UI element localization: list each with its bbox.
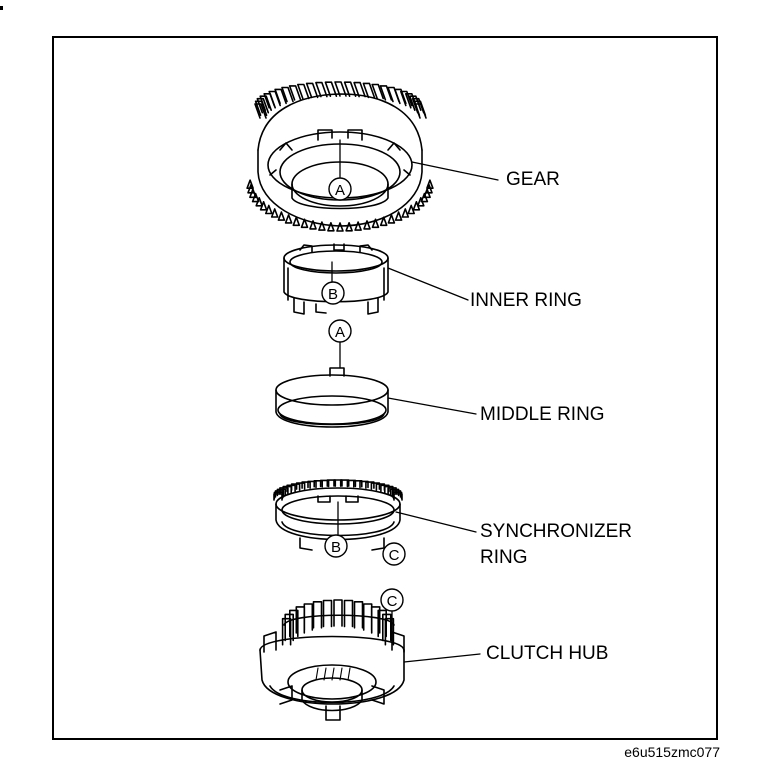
- label-middle-ring: MIDDLE RING: [480, 404, 605, 425]
- gear-teeth-tooth: [336, 222, 344, 232]
- marker-circles: [321, 177, 406, 612]
- sync-teeth-tooth: [313, 480, 323, 488]
- sync-teeth-tooth: [370, 482, 381, 490]
- inner-ring-drawing: [283, 243, 389, 315]
- sync-teeth-tooth: [365, 481, 375, 489]
- clutch-hub-drawing: [259, 599, 405, 721]
- label-inner-ring: INNER RING: [470, 290, 582, 311]
- sync-teeth-tooth: [301, 481, 311, 489]
- middle-ring-drawing: [275, 367, 389, 428]
- gear-teeth-tooth: [254, 103, 267, 119]
- hub-teeth-tooth: [382, 613, 392, 642]
- gear-teeth-tooth: [354, 221, 362, 231]
- hub-teeth-tooth: [289, 609, 299, 638]
- marker-a-gear: A: [335, 182, 345, 199]
- gear-teeth-tooth: [353, 81, 366, 98]
- gear-teeth-tooth: [292, 216, 301, 227]
- gear-teeth-tooth: [363, 220, 371, 230]
- gear-teeth-tooth: [324, 81, 338, 97]
- sync-teeth-tooth: [326, 479, 337, 487]
- marker-c-synchronizer: C: [389, 547, 400, 564]
- gear-teeth-tooth: [412, 201, 421, 211]
- sync-teeth-tooth: [346, 479, 357, 488]
- gear-teeth-tooth: [300, 218, 309, 229]
- gear-teeth-tooth: [345, 222, 353, 232]
- marker-b-synchronizer: B: [331, 539, 341, 556]
- gear-teeth-tooth: [334, 81, 347, 97]
- gear-teeth-tooth: [387, 214, 396, 224]
- gear-teeth-tooth: [400, 90, 413, 107]
- sync-teeth-tooth: [273, 491, 284, 500]
- gear-teeth-tooth: [318, 221, 326, 231]
- sync-teeth-tooth: [353, 480, 363, 488]
- sync-teeth-tooth: [276, 488, 287, 497]
- sync-teeth-tooth: [295, 482, 306, 490]
- gear-teeth-tooth: [362, 82, 376, 99]
- label-clutch-hub: CLUTCH HUB: [486, 643, 609, 664]
- hub-teeth-tooth: [377, 609, 387, 638]
- sync-teeth-tooth: [359, 480, 369, 489]
- gear-teeth-tooth: [281, 86, 294, 103]
- gear-teeth-tooth: [297, 83, 310, 100]
- sync-teeth-tooth: [339, 479, 350, 487]
- gear-teeth-tooth: [274, 88, 287, 105]
- gear-teeth-tooth: [277, 211, 286, 221]
- gear-teeth-tooth: [259, 95, 272, 111]
- gear-teeth-tooth: [327, 222, 335, 232]
- gear-teeth-tooth: [371, 218, 380, 229]
- sync-teeth-tooth: [290, 483, 301, 491]
- gear-drawing: [246, 81, 434, 232]
- hub-teeth-tooth: [370, 606, 381, 634]
- gear-teeth-tooth: [246, 179, 254, 189]
- gear-teeth-tooth: [315, 81, 328, 98]
- diagram-frame: [52, 36, 718, 740]
- marker-a-link: A: [335, 324, 345, 341]
- gear-teeth-tooth: [371, 83, 384, 100]
- gear-teeth-tooth: [284, 214, 293, 224]
- label-synchronizer-ring-line1: SYNCHRONIZER: [480, 521, 633, 542]
- hub-teeth-tooth: [343, 599, 354, 628]
- gear-teeth-tooth: [379, 85, 393, 101]
- synchronizer-teeth: [273, 479, 403, 501]
- gear-teeth-tooth: [401, 208, 410, 218]
- gear-teeth-tooth: [288, 85, 302, 101]
- sync-teeth-tooth: [333, 479, 343, 487]
- hub-teeth-tooth: [281, 617, 292, 646]
- marker-b-inner-ring: B: [328, 286, 338, 303]
- gear-teeth-tooth: [414, 103, 427, 119]
- hub-teeth-tooth: [322, 599, 333, 628]
- gear-teeth: [246, 81, 434, 232]
- hub-teeth-tooth: [353, 601, 364, 629]
- gear-teeth-tooth: [309, 220, 317, 230]
- gear-teeth-tooth: [270, 208, 279, 218]
- sync-teeth-tooth: [307, 480, 317, 489]
- figure-code: e6u515zmc077: [624, 744, 720, 760]
- gear-teeth-tooth: [394, 211, 403, 221]
- corner-mark: [0, 6, 3, 10]
- gear-teeth-tooth: [417, 197, 425, 207]
- gear-teeth-tooth: [420, 192, 429, 203]
- marker-c-clutch-hub: C: [387, 593, 398, 610]
- gear-teeth-tooth: [394, 88, 407, 105]
- gear-teeth-tooth: [407, 204, 415, 215]
- label-gear: GEAR: [506, 169, 560, 190]
- label-synchronizer-ring-line2: RING: [480, 547, 528, 568]
- gear-teeth-tooth: [423, 188, 431, 199]
- gear-teeth-tooth: [343, 81, 357, 97]
- clutch-hub-teeth: [281, 599, 395, 646]
- hub-teeth-tooth: [333, 599, 343, 627]
- gear-teeth-tooth: [379, 216, 388, 227]
- hub-teeth-tooth: [312, 601, 323, 629]
- sync-teeth-tooth: [319, 479, 330, 488]
- connector-lines: [339, 161, 499, 663]
- gear-teeth-tooth: [305, 82, 319, 99]
